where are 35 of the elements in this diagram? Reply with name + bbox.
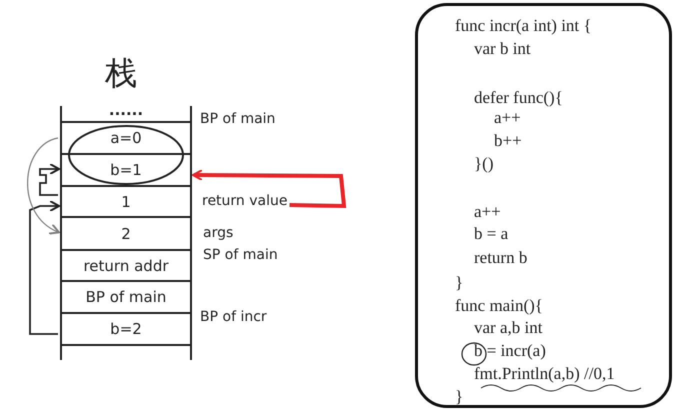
code-line: var a,b int	[474, 318, 542, 338]
code-line: b = incr(a)	[474, 341, 546, 361]
stack-cell: ......	[60, 106, 192, 123]
arrow	[27, 137, 60, 234]
arrow	[192, 169, 346, 208]
code-line: }()	[474, 154, 494, 174]
stack-label: return value	[202, 193, 288, 209]
code-line: defer func(){	[474, 88, 563, 108]
stack-label: BP of incr	[200, 309, 267, 325]
title: 栈	[105, 53, 137, 94]
stack-cell: 2	[60, 218, 192, 251]
code-line: b++	[494, 131, 522, 151]
code-line: fmt.Println(a,b) //0,1	[474, 364, 615, 384]
stack-cell: b=2	[60, 314, 192, 346]
stack-cell: return addr	[60, 251, 192, 282]
stack-cell: BP of main	[60, 282, 192, 314]
stack-cell: 1	[60, 187, 192, 218]
stack-cell: b=1	[60, 155, 192, 187]
code-line: }	[455, 273, 464, 293]
stack-cell	[60, 346, 192, 360]
arrow	[39, 163, 60, 196]
code-line: a++	[494, 108, 521, 128]
code-line: b = a	[474, 224, 508, 244]
code-line: a++	[474, 202, 501, 222]
stack-label: SP of main	[203, 247, 278, 263]
code-line: return b	[474, 248, 528, 268]
code-panel	[415, 3, 672, 408]
code-line: var b int	[474, 39, 531, 59]
stack-cell: a=0	[60, 123, 192, 155]
stack-label: args	[203, 225, 234, 241]
code-line: }	[455, 387, 464, 407]
code-line: func incr(a int) int {	[455, 16, 592, 36]
code-line: func main(){	[455, 296, 543, 316]
arrow	[29, 200, 60, 335]
stack-label: BP of main	[200, 111, 276, 127]
